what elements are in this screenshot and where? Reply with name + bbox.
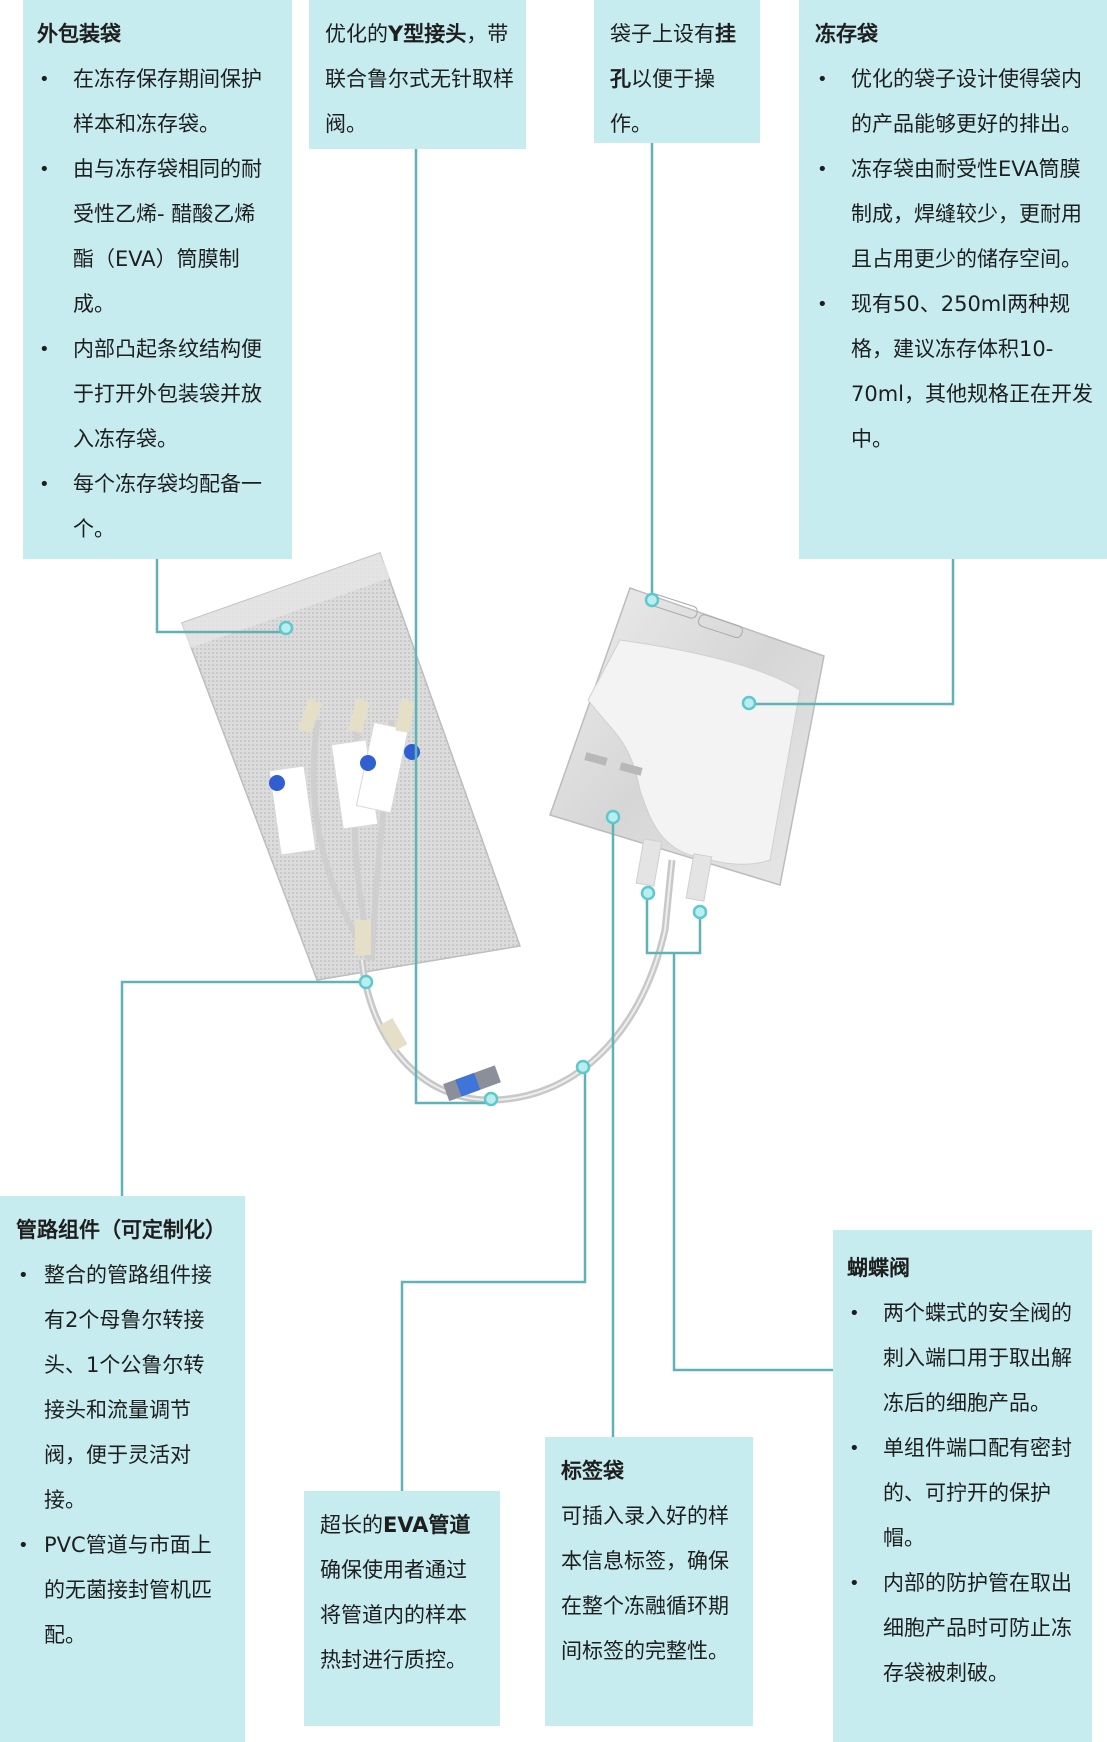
callout-title: 冻存袋 (815, 22, 878, 46)
highlight: Y型接头 (388, 22, 467, 46)
bullet-item: 内部凸起条纹结构便于打开外包装袋并放入冻存袋。 (37, 327, 276, 462)
highlight: 挂孔 (610, 22, 736, 91)
marker-dot (575, 1059, 591, 1075)
marker-dot (644, 592, 660, 608)
tubing-line (358, 859, 676, 1104)
marker-dot (358, 974, 374, 990)
callout-eva-tubing: 超长的EVA管道确保使用者通过将管道内的样本热封进行质控。 (304, 1491, 500, 1726)
callout-outer-bag: 外包装袋 在冻存保存期间保护样本和冻存袋。 由与冻存袋相同的耐受性乙烯- 醋酸乙… (23, 0, 292, 559)
bullet-list: 两个蝶式的安全阀的刺入端口用于取出解冻后的细胞产品。 单组件端口配有密封的、可拧… (847, 1291, 1078, 1696)
callout-cryo-bag: 冻存袋 优化的袋子设计使得袋内的产品能够更好的排出。 冻存袋由耐受性EVA筒膜制… (799, 0, 1107, 559)
bullet-item: 单组件端口配有密封的、可拧开的保护帽。 (847, 1426, 1078, 1561)
marker-dot (483, 1091, 499, 1107)
bullet-item: 现有50、250ml两种规格，建议冻存体积10-70ml，其他规格正在开发中。 (815, 282, 1095, 462)
marker-dot (741, 695, 757, 711)
bullet-item: 每个冻存袋均配备一个。 (37, 462, 276, 552)
marker-dot (278, 620, 294, 636)
bullet-item: 整合的管路组件接有2个母鲁尔转接头、1个公鲁尔转接头和流量调节阀，便于灵活对接。 (16, 1253, 225, 1523)
bullet-item: 两个蝶式的安全阀的刺入端口用于取出解冻后的细胞产品。 (847, 1291, 1078, 1426)
bullet-item: 在冻存保存期间保护样本和冻存袋。 (37, 57, 276, 147)
callout-label-pocket: 标签袋 可插入录入好的样本信息标签，确保在整个冻融循环期间标签的完整性。 (545, 1437, 753, 1726)
callout-hanging-hole: 袋子上设有挂孔以便于操作。 (594, 0, 760, 143)
callout-y-connector: 优化的Y型接头，带联合鲁尔式无针取样阀。 (309, 0, 526, 149)
callout-text: 优化的Y型接头，带联合鲁尔式无针取样阀。 (325, 22, 514, 136)
cryopreservation-bag (549, 587, 825, 902)
callout-text: 袋子上设有挂孔以便于操作。 (610, 22, 736, 136)
tubing-clamps (268, 698, 420, 962)
bullet-item: 优化的袋子设计使得袋内的产品能够更好的排出。 (815, 57, 1095, 147)
marker-dot (692, 904, 708, 920)
bullet-item: 内部的防护管在取出细胞产品时可防止冻存袋被刺破。 (847, 1561, 1078, 1696)
callout-title: 标签袋 (561, 1459, 624, 1483)
bullet-item: PVC管道与市面上的无菌接封管机匹配。 (16, 1523, 225, 1658)
callout-text: 可插入录入好的样本信息标签，确保在整个冻融循环期间标签的完整性。 (561, 1504, 729, 1663)
marker-dot (605, 809, 621, 825)
marker-dot (640, 885, 656, 901)
bullet-list: 在冻存保存期间保护样本和冻存袋。 由与冻存袋相同的耐受性乙烯- 醋酸乙烯酯（EV… (37, 57, 276, 552)
highlight: EVA管道 (383, 1513, 471, 1537)
callout-text: 超长的EVA管道确保使用者通过将管道内的样本热封进行质控。 (320, 1513, 471, 1672)
bullet-item: 冻存袋由耐受性EVA筒膜制成，焊缝较少，更耐用且占用更少的储存空间。 (815, 147, 1095, 282)
callout-butterfly-valve: 蝴蝶阀 两个蝶式的安全阀的刺入端口用于取出解冻后的细胞产品。 单组件端口配有密封… (833, 1230, 1092, 1742)
callout-title: 外包装袋 (37, 22, 121, 46)
callout-title: 管路组件（可定制化） (16, 1218, 226, 1242)
bullet-item: 由与冻存袋相同的耐受性乙烯- 醋酸乙烯酯（EVA）筒膜制成。 (37, 147, 276, 327)
outer-packaging-bag (181, 552, 522, 981)
bullet-list: 整合的管路组件接有2个母鲁尔转接头、1个公鲁尔转接头和流量调节阀，便于灵活对接。… (16, 1253, 225, 1658)
callout-tubing-set: 管路组件（可定制化） 整合的管路组件接有2个母鲁尔转接头、1个公鲁尔转接头和流量… (0, 1196, 245, 1742)
callout-title: 蝴蝶阀 (847, 1256, 910, 1280)
bullet-list: 优化的袋子设计使得袋内的产品能够更好的排出。 冻存袋由耐受性EVA筒膜制成，焊缝… (815, 57, 1095, 462)
